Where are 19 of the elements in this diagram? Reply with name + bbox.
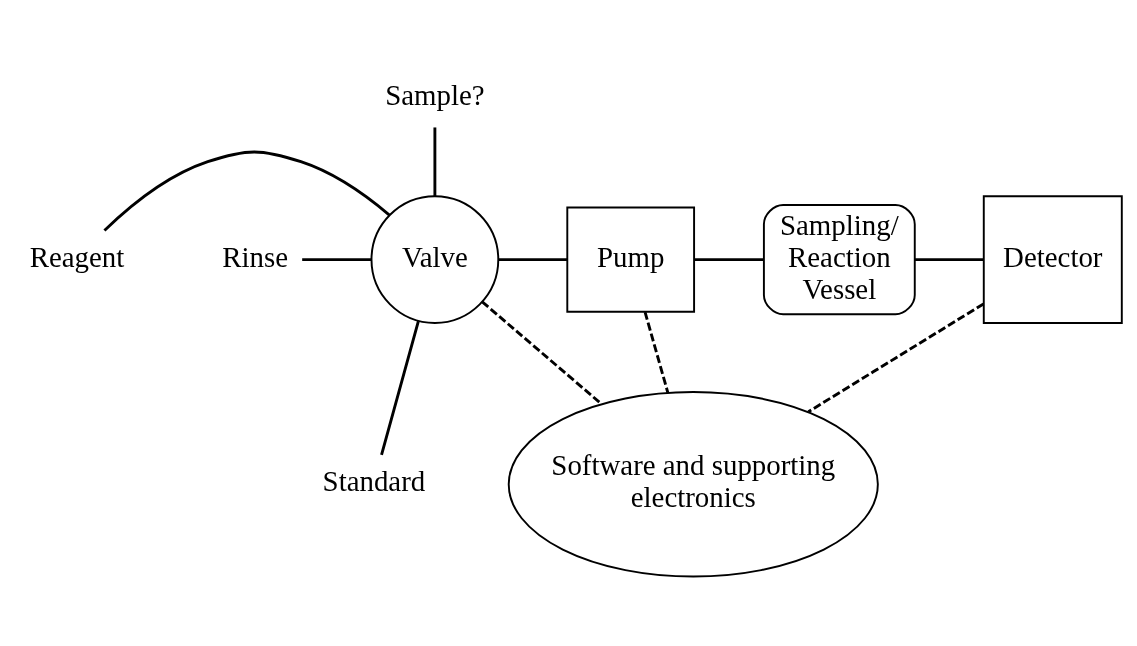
connector xyxy=(433,127,437,197)
connector xyxy=(694,258,764,262)
node-text: Rinse xyxy=(222,240,289,273)
connector xyxy=(643,311,670,393)
node-text: Sample? xyxy=(385,79,485,112)
connector xyxy=(807,302,985,414)
node-circle: Valve xyxy=(370,195,500,324)
connector xyxy=(914,258,984,262)
connector xyxy=(302,258,372,262)
node-text: Reagent xyxy=(29,240,125,273)
node-box: Pump xyxy=(566,206,696,313)
node-text: Standard xyxy=(322,465,426,498)
connector xyxy=(498,258,568,262)
node-box: Detector xyxy=(982,195,1123,324)
connector xyxy=(481,300,603,405)
node-box: Sampling/ Reaction Vessel xyxy=(762,204,916,316)
connector xyxy=(380,320,420,456)
node-ellipse: Software and supporting electronics xyxy=(507,391,879,578)
connector xyxy=(103,150,391,232)
